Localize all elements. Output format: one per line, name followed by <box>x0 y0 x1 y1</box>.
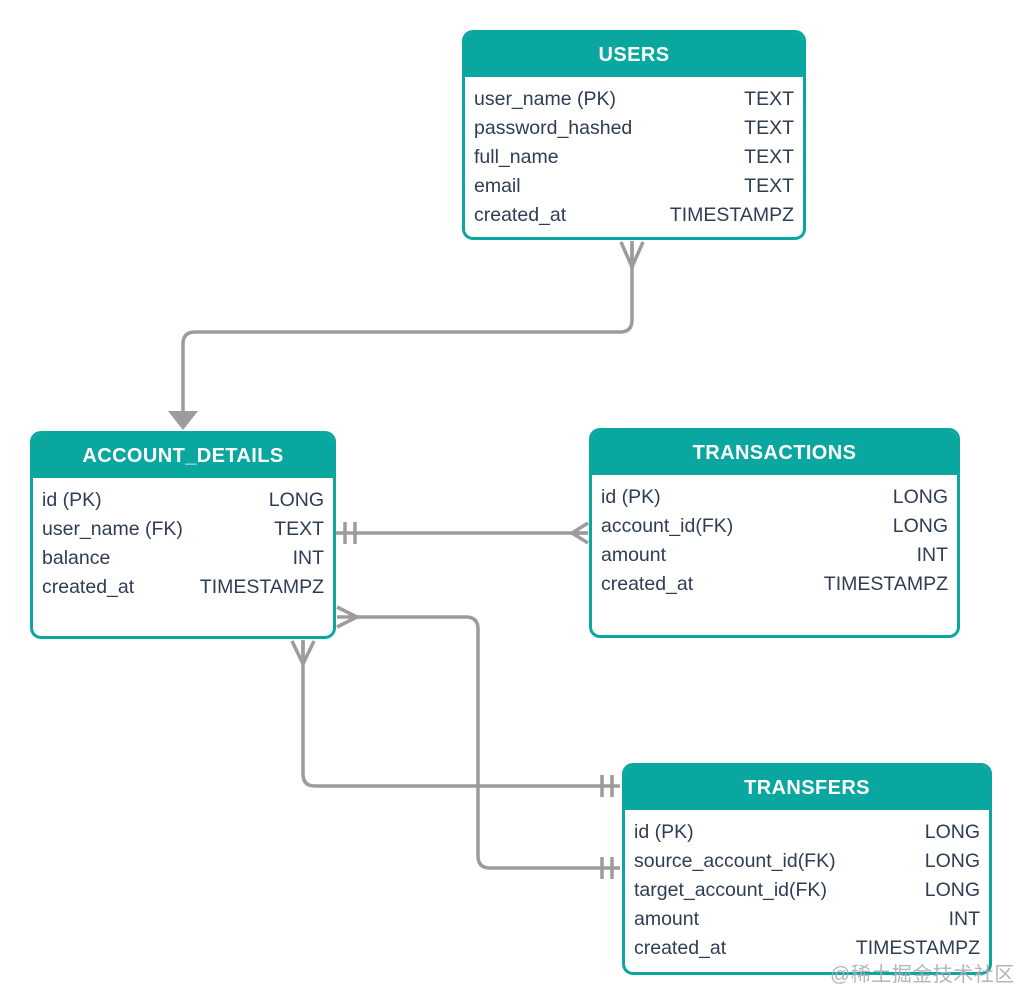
field-type: LONG <box>924 850 980 872</box>
field-type: TEXT <box>744 175 794 197</box>
field-type: TIMESTAMPZ <box>199 576 324 598</box>
field-name: created_at <box>634 937 727 959</box>
entity-transfers: TRANSFERS id (PK) LONG source_account_id… <box>622 763 992 975</box>
field-type: TEXT <box>744 146 794 168</box>
crow-foot-icon <box>290 640 316 669</box>
field-row-created-at: created_at TIMESTAMPZ <box>601 570 948 599</box>
field-type: TEXT <box>744 88 794 110</box>
field-type: LONG <box>892 486 948 508</box>
arrowhead-icon <box>168 411 198 430</box>
field-row-created-at: created_at TIMESTAMPZ <box>474 201 794 230</box>
field-name: amount <box>601 544 667 566</box>
field-row-created-at: created_at TIMESTAMPZ <box>42 573 324 602</box>
entity-transactions: TRANSACTIONS id (PK) LONG account_id(FK)… <box>589 428 960 638</box>
field-name: created_at <box>474 204 567 226</box>
connector-account-details-transfers <box>290 640 620 797</box>
entity-account-details: ACCOUNT_DETAILS id (PK) LONG user_name (… <box>30 431 336 639</box>
field-type: TIMESTAMPZ <box>823 573 948 595</box>
field-type: LONG <box>268 489 324 511</box>
one-tick-icon <box>343 522 357 544</box>
field-name: balance <box>42 547 111 569</box>
field-type: LONG <box>924 879 980 901</box>
field-row-amount: amount INT <box>601 541 948 570</box>
field-name: password_hashed <box>474 117 633 139</box>
connector-users-account-details <box>168 241 645 430</box>
field-row-account-id: account_id(FK) LONG <box>601 512 948 541</box>
field-row-id: id (PK) LONG <box>634 818 980 847</box>
field-row-user-name: user_name (PK) TEXT <box>474 85 794 114</box>
entity-account-details-title: ACCOUNT_DETAILS <box>33 434 333 478</box>
field-row-email: email TEXT <box>474 172 794 201</box>
entity-transfers-fields: id (PK) LONG source_account_id(FK) LONG … <box>625 810 989 963</box>
field-row-source-account-id: source_account_id(FK) LONG <box>634 847 980 876</box>
field-name: id (PK) <box>601 486 661 508</box>
field-row-target-account-id: target_account_id(FK) LONG <box>634 876 980 905</box>
field-name: source_account_id(FK) <box>634 850 836 872</box>
field-row-balance: balance INT <box>42 544 324 573</box>
crow-foot-icon <box>568 521 589 545</box>
field-name: created_at <box>42 576 135 598</box>
one-tick-icon <box>600 857 614 879</box>
field-type: TIMESTAMPZ <box>855 937 980 959</box>
field-name: email <box>474 175 521 197</box>
entity-transactions-title: TRANSACTIONS <box>592 431 957 475</box>
field-name: created_at <box>601 573 694 595</box>
field-row-amount: amount INT <box>634 905 980 934</box>
watermark-text: @稀土掘金技术社区 <box>830 964 1015 986</box>
field-type: TIMESTAMPZ <box>669 204 794 226</box>
entity-transactions-fields: id (PK) LONG account_id(FK) LONG amount … <box>592 475 957 599</box>
field-type: LONG <box>892 515 948 537</box>
field-name: full_name <box>474 146 559 168</box>
field-type: TEXT <box>744 117 794 139</box>
entity-transfers-title: TRANSFERS <box>625 766 989 810</box>
field-row-password-hashed: password_hashed TEXT <box>474 114 794 143</box>
field-type: LONG <box>924 821 980 843</box>
entity-users-title: USERS <box>465 33 803 77</box>
field-name: id (PK) <box>42 489 102 511</box>
field-name: target_account_id(FK) <box>634 879 827 901</box>
crow-foot-icon <box>336 605 361 629</box>
field-name: user_name (PK) <box>474 88 616 110</box>
field-name: account_id(FK) <box>601 515 734 537</box>
field-type: TEXT <box>274 518 324 540</box>
crow-foot-icon <box>619 241 645 272</box>
one-tick-icon <box>600 775 614 797</box>
field-row-id: id (PK) LONG <box>42 486 324 515</box>
field-row-full-name: full_name TEXT <box>474 143 794 172</box>
field-name: amount <box>634 908 700 930</box>
field-row-user-name: user_name (FK) TEXT <box>42 515 324 544</box>
entity-users-fields: user_name (PK) TEXT password_hashed TEXT… <box>465 77 803 230</box>
field-name: user_name (FK) <box>42 518 183 540</box>
field-name: id (PK) <box>634 821 694 843</box>
entity-users: USERS user_name (PK) TEXT password_hashe… <box>462 30 806 240</box>
connector-account-details-transactions <box>336 521 589 545</box>
field-row-id: id (PK) LONG <box>601 483 948 512</box>
connector-account-details-transfers-source <box>336 605 620 879</box>
entity-account-details-fields: id (PK) LONG user_name (FK) TEXT balance… <box>33 478 333 602</box>
field-type: INT <box>292 547 324 569</box>
field-type: INT <box>948 908 980 930</box>
field-type: INT <box>916 544 948 566</box>
field-row-created-at: created_at TIMESTAMPZ <box>634 934 980 963</box>
